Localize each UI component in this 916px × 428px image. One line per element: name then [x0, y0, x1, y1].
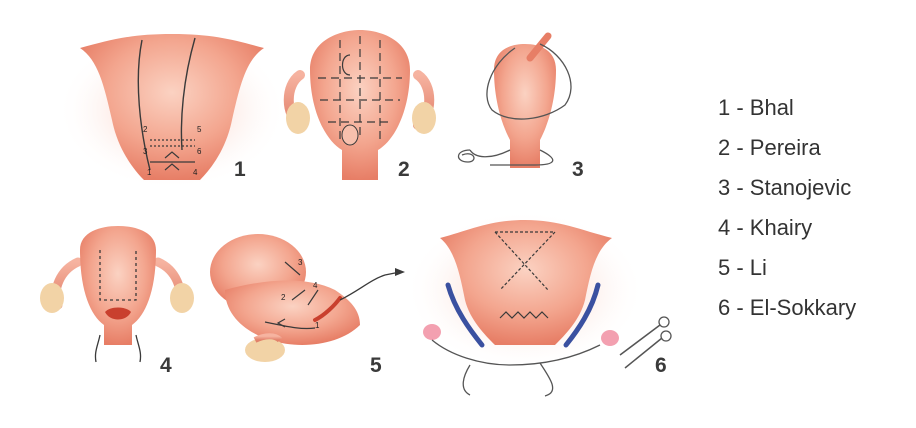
panel-number: 5	[370, 354, 382, 377]
panel-number: 1	[234, 158, 246, 181]
stitch-number: 1	[315, 321, 320, 330]
legend-item-pereira: 2 - Pereira	[718, 135, 821, 160]
legend-item-bhal: 1 - Bhal	[718, 95, 794, 120]
panel-number: 2	[398, 158, 410, 181]
stitch-number: 6	[197, 147, 202, 156]
panel-number: 4	[160, 354, 172, 377]
panel-number: 3	[572, 158, 584, 181]
stitch-number: 2	[281, 293, 286, 302]
panel-3: 3	[457, 32, 584, 181]
stitch-number: 4	[193, 168, 198, 177]
uterus-khairy-icon	[40, 226, 194, 363]
panel-6: 6	[405, 210, 672, 397]
stitch-number: 4	[313, 281, 318, 290]
legend-item-el-sokkary: 6 - El-Sokkary	[718, 295, 857, 320]
panel-5: 3 2 4 1 5	[210, 234, 405, 377]
panel-2: 2	[283, 30, 436, 181]
stitch-number: 3	[143, 147, 148, 156]
technique-legend: 1 - Bhal 2 - Pereira 3 - Stanojevic 4 - …	[718, 88, 908, 328]
stitch-number: 1	[147, 168, 152, 177]
stitch-number: 5	[197, 125, 202, 134]
uterus-stanojevic-icon	[457, 32, 572, 168]
panel-4: 4	[40, 226, 194, 377]
panel-number: 6	[655, 354, 667, 377]
legend-item-khairy: 4 - Khairy	[718, 215, 813, 240]
uterus-el-sokkary-icon	[423, 220, 672, 397]
uterus-li-icon	[210, 234, 405, 362]
stitch-number: 2	[143, 125, 148, 134]
uterus-pereira-icon	[283, 30, 436, 180]
legend-item-li: 5 - Li	[718, 255, 767, 280]
panel-1: 2 5 3 6 1 4 1	[57, 30, 287, 190]
stitch-number: 3	[298, 258, 303, 267]
uterus-bhal-icon	[80, 34, 264, 180]
legend-item-stanojevic: 3 - Stanojevic	[718, 175, 852, 200]
